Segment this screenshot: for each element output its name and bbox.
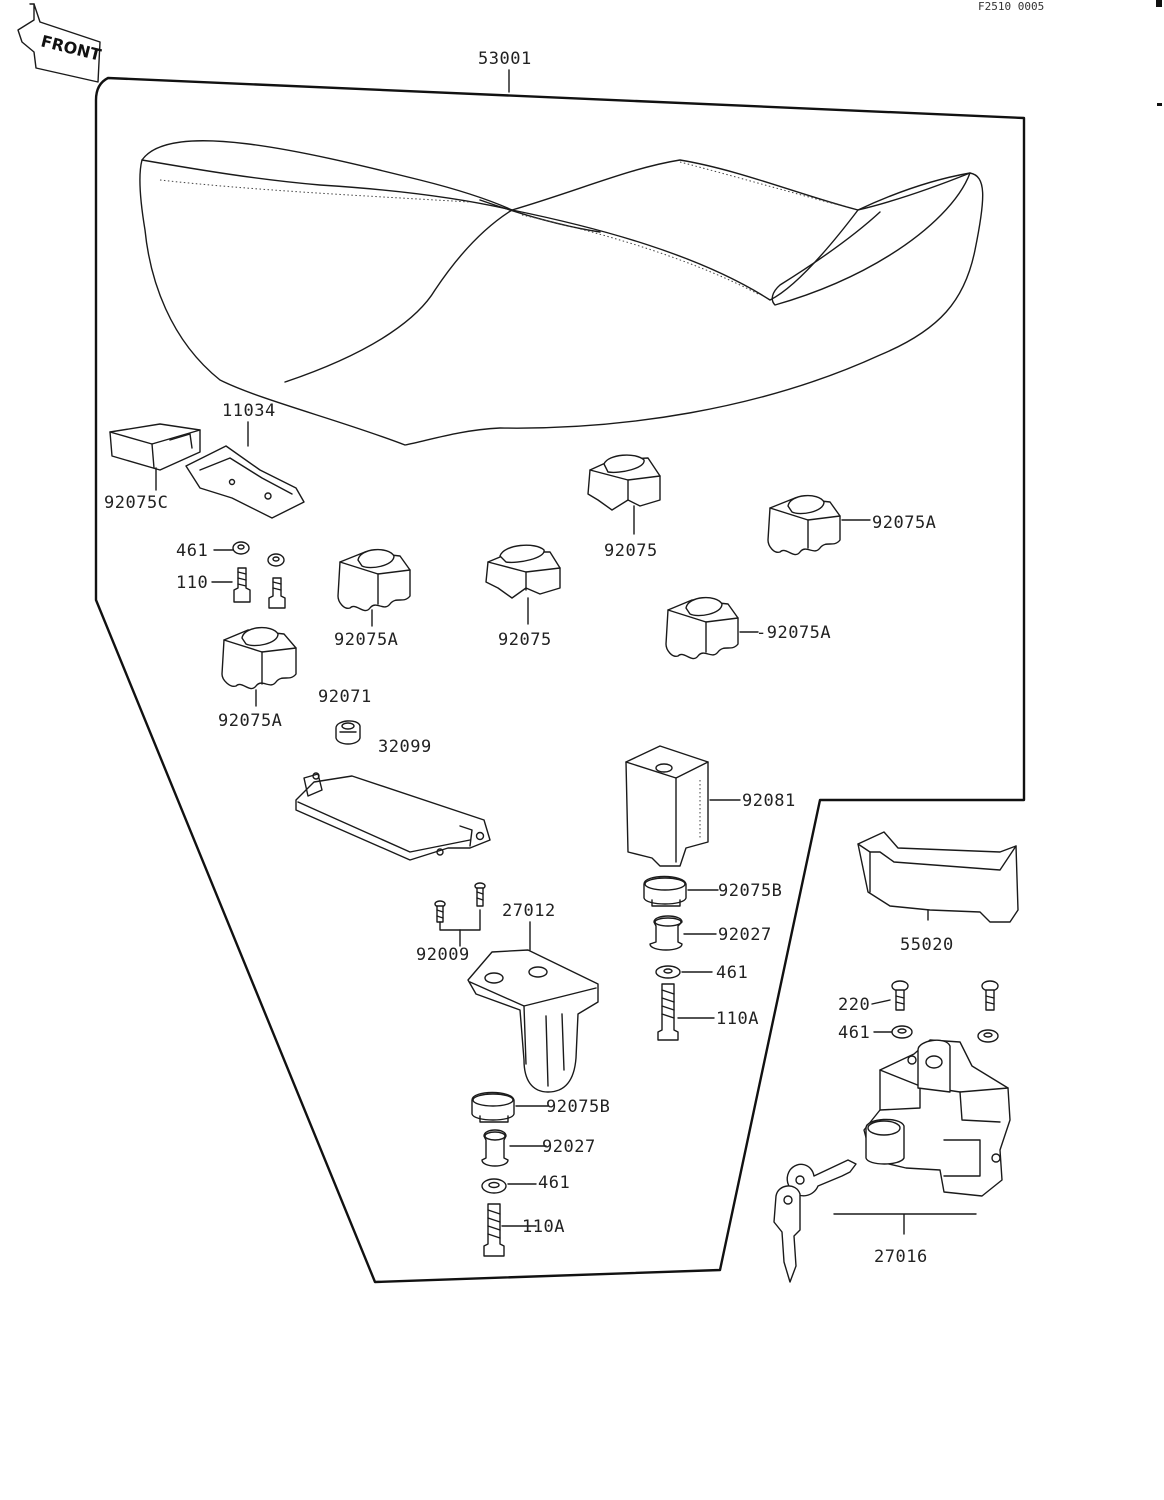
label-110: 110 (176, 573, 208, 593)
part-92009-bolts (434, 882, 486, 947)
label-461-bottom: 461 (538, 1173, 570, 1193)
label-92009: 92009 (416, 945, 470, 965)
label-220: 220 (838, 995, 870, 1015)
part-92075A-left (221, 627, 297, 707)
label-92075C: 92075C (104, 493, 168, 513)
part-27016-keys (773, 1159, 857, 1283)
label-92071: 92071 (318, 687, 372, 707)
part-92075A-right-upper (767, 495, 841, 556)
label-92075A-middle: 92075A (334, 630, 398, 650)
label-53001: 53001 (478, 49, 532, 69)
part-92081-block (625, 745, 709, 867)
label-92075-top: 92075 (604, 541, 658, 561)
label-11034: 11034 (222, 401, 276, 421)
part-55020 (857, 831, 1019, 923)
front-marker: FRONT (17, 3, 103, 83)
label-92081: 92081 (742, 791, 796, 811)
part-92075-top (587, 454, 661, 535)
label-92075B-bottom: 92075B (546, 1097, 610, 1117)
part-110-bolts (233, 567, 286, 609)
front-label: FRONT (39, 31, 103, 64)
leader-27016 (833, 1213, 977, 1235)
label-92075B-right: 92075B (718, 881, 782, 901)
part-92027-right (649, 915, 683, 951)
label-110A-right: 110A (716, 1009, 759, 1029)
seat-53001 (139, 140, 984, 446)
label-461-right: 461 (716, 963, 748, 983)
corner-tick (1157, 103, 1162, 106)
corner-mark (1156, 0, 1162, 7)
part-92075A-middle (337, 549, 411, 627)
label-27016: 27016 (874, 1247, 928, 1267)
part-27016-lock-assembly (863, 1039, 1011, 1197)
part-92027-bottom (481, 1129, 509, 1167)
part-461-bottom (481, 1178, 507, 1194)
label-27012: 27012 (502, 901, 556, 921)
part-461-washers-far-right (891, 1025, 999, 1043)
part-27012-bracket (467, 949, 599, 1093)
label-92075A-right-upper: 92075A (872, 513, 936, 533)
document-ref-code: F2510 0005 (978, 0, 1044, 13)
part-32099 (335, 720, 361, 745)
label-110A-bottom: 110A (522, 1217, 565, 1237)
assembly-group-outline (94, 76, 1026, 1284)
part-92075-middle (485, 544, 561, 625)
part-110A-right (657, 983, 679, 1041)
part-220-screws (891, 980, 999, 1011)
part-92075A-right-lower (665, 597, 739, 660)
part-plate (295, 772, 491, 861)
part-461-nut-left (232, 541, 285, 567)
part-11034-bracket (185, 445, 305, 519)
label-92027-bottom: 92027 (542, 1137, 596, 1157)
label-92075A-left: 92075A (218, 711, 282, 731)
label-55020: 55020 (900, 935, 954, 955)
label-461-upper-left: 461 (176, 541, 208, 561)
label-461-far-right: 461 (838, 1023, 870, 1043)
part-92075B-bottom (471, 1091, 515, 1123)
label-92075A-right-lower: -92075A (756, 623, 831, 643)
part-110A-bottom (483, 1203, 505, 1257)
part-92075C (109, 423, 201, 491)
label-92027-right: 92027 (718, 925, 772, 945)
label-32099: 32099 (378, 737, 432, 757)
part-461-right (655, 965, 681, 979)
leader-220 (871, 999, 891, 1005)
label-92075-middle: 92075 (498, 630, 552, 650)
part-92075B-right (643, 875, 687, 907)
